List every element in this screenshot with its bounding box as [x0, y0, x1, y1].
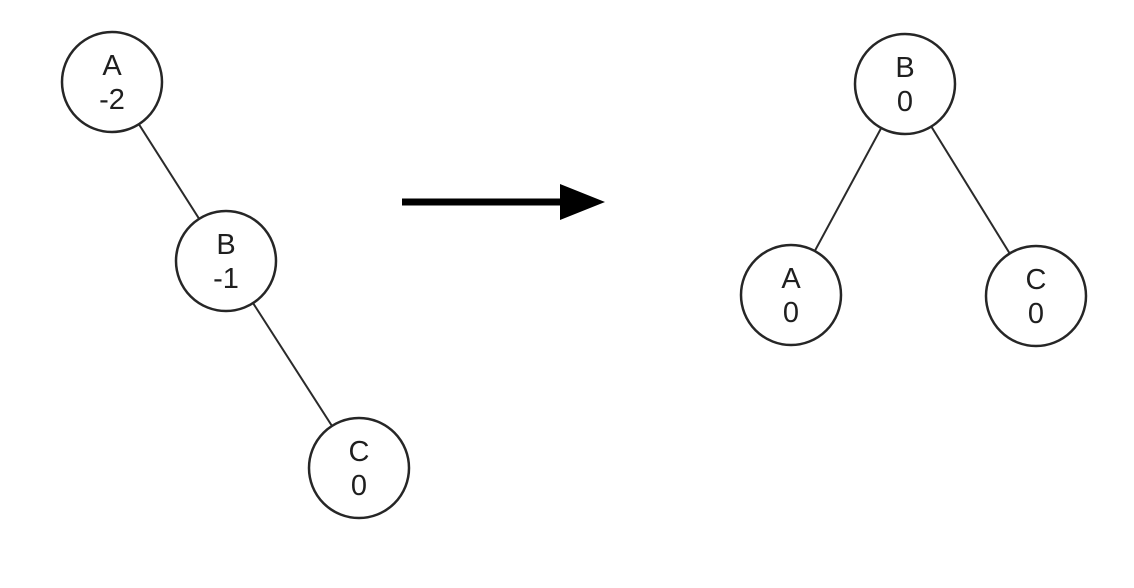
node-label: B: [895, 52, 914, 84]
node-label: A: [102, 50, 122, 82]
node-circle: [174, 209, 278, 313]
before-tree: A -2 B -1 C 0: [60, 30, 411, 520]
node-label: A: [781, 263, 801, 295]
node-label: C: [1026, 264, 1047, 296]
node-label: B: [216, 229, 235, 261]
node-balance-value: 0: [897, 86, 913, 118]
tree-node-b-before: B -1: [174, 209, 278, 313]
node-circle: [307, 416, 411, 520]
node-circle: [60, 30, 164, 134]
node-circle: [739, 243, 843, 347]
node-circle: [984, 244, 1088, 348]
node-balance-value: 0: [1028, 298, 1044, 330]
tree-node-c-after: C 0: [984, 244, 1088, 348]
node-label: C: [349, 436, 370, 468]
node-balance-value: 0: [351, 470, 367, 502]
node-balance-value: 0: [783, 297, 799, 329]
after-tree: B 0 A 0 C 0: [739, 32, 1088, 348]
tree-node-a-after: A 0: [739, 243, 843, 347]
node-balance-value: -2: [99, 84, 125, 116]
right-arrow-icon: [402, 184, 605, 220]
node-balance-value: -1: [213, 263, 239, 295]
node-circle: [853, 32, 957, 136]
tree-node-a-before: A -2: [60, 30, 164, 134]
tree-node-c-before: C 0: [307, 416, 411, 520]
arrow-head: [560, 184, 605, 220]
tree-node-b-after: B 0: [853, 32, 957, 136]
